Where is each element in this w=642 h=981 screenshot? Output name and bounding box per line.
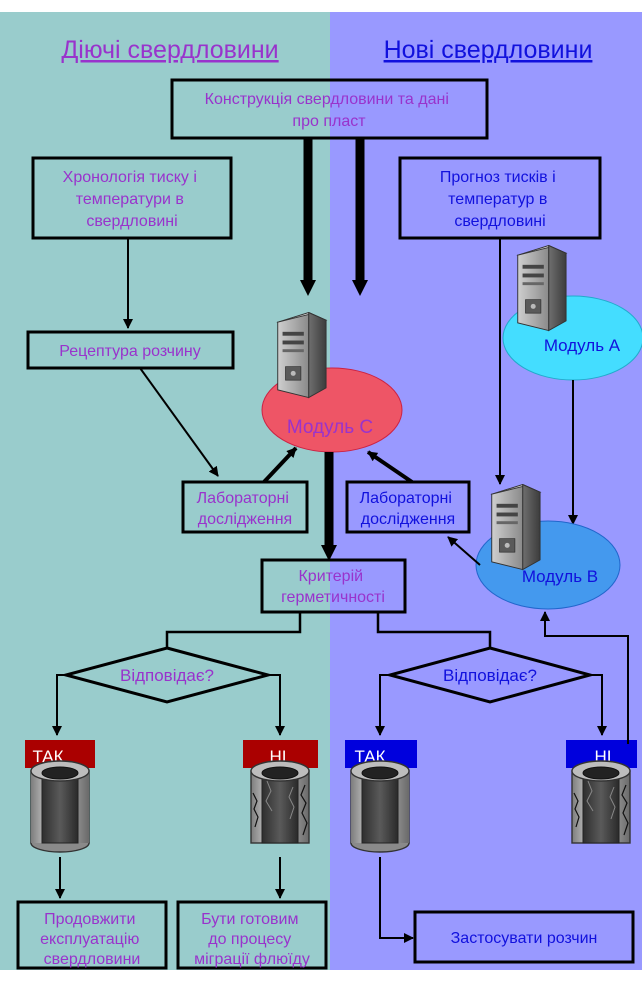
pressure-history-line-3: свердловині — [86, 213, 177, 230]
top-border — [0, 0, 642, 12]
server-icon — [277, 312, 327, 399]
pressure-forecast-text: Прогноз тисків і температур в свердловин… — [440, 169, 560, 230]
continue-line-3: свердловини — [44, 951, 141, 968]
continue-operation-box — [16, 900, 168, 970]
module-c-label: Модуль С — [287, 417, 373, 438]
arrow-module-b-to-right-lab — [447, 536, 481, 566]
thick-arrowhead-left — [300, 280, 316, 296]
slurry-recipe-box — [26, 330, 235, 370]
continue-line-2: експлуатацію — [40, 931, 139, 948]
pressure-history-line-1: Хронологія тиску і — [63, 169, 197, 186]
migration-line-3: міграції флюїду — [194, 951, 310, 968]
arrow-recipe-to-lab — [139, 367, 219, 477]
pressure-forecast-line-1: Прогноз тисків і — [440, 169, 556, 186]
intact-casing-icon — [30, 760, 90, 853]
slurry-recipe-text: Рецептура розчину — [59, 343, 201, 360]
arrow-right-yes-to-result — [379, 857, 414, 943]
tightness-criterion-box — [260, 558, 407, 614]
criterion-line-2: герметичності — [281, 589, 385, 606]
left-lab-tests-text: Лабораторні дослідження — [197, 490, 294, 528]
migration-line-2: до процесу — [208, 931, 291, 948]
right-lab-line-1: Лабораторні — [360, 490, 452, 507]
module-a-label: Модуль А — [544, 336, 621, 355]
module-b-label: Модуль В — [522, 567, 598, 586]
pressure-forecast-line-2: температур в — [448, 191, 547, 208]
migration-ready-text: Бути готовим до процесу міграції флюїду — [194, 911, 310, 968]
left-decision-diamond — [60, 646, 274, 704]
cracked-casing-icon — [571, 760, 631, 844]
pressure-history-box — [31, 156, 233, 240]
left-lab-line-2: дослідження — [198, 511, 292, 528]
right-decision-diamond — [384, 646, 596, 704]
left-decision-text: Відповідає? — [120, 666, 214, 685]
existing-wells-title: Діючі свердловини — [61, 36, 278, 64]
migration-ready-box — [176, 900, 328, 970]
criterion-line-1: Критерій — [298, 568, 363, 585]
arrow-left-lab-to-module-c — [262, 446, 298, 484]
right-lab-tests-box — [345, 480, 471, 534]
left-lab-tests-box — [181, 480, 309, 534]
bottom-border — [0, 970, 642, 976]
arrow-right-decision-yes — [375, 674, 390, 736]
arrow-right-no-to-module-b — [540, 611, 629, 744]
migration-line-1: Бути готовим — [201, 911, 298, 928]
arrow-right-lab-to-module-c — [366, 450, 414, 484]
continue-line-1: Продовжити — [44, 911, 135, 928]
apply-slurry-text: Застосувати розчин — [451, 930, 598, 947]
thick-arrowhead-criterion — [321, 545, 337, 561]
arrow-left-decision-yes — [52, 674, 66, 736]
thick-arrowhead-right — [352, 280, 368, 296]
left-lab-line-1: Лабораторні — [197, 490, 289, 507]
connector-criterion-to-right-decision — [376, 612, 492, 648]
well-design-text: Конструкція свердловини та дані про плас… — [205, 91, 454, 130]
well-design-line-1: Конструкція свердловини та дані — [205, 91, 449, 108]
server-icon — [517, 245, 567, 332]
pressure-history-line-2: температури в — [76, 191, 184, 208]
well-design-box — [170, 78, 489, 140]
right-lab-tests-text: Лабораторні дослідження — [360, 490, 457, 528]
right-lab-line-2: дослідження — [361, 511, 455, 528]
pressure-history-text: Хронологія тиску і температури в свердло… — [63, 169, 202, 230]
continue-operation-text: Продовжити експлуатацію свердловини — [40, 911, 144, 968]
server-icon — [491, 484, 541, 571]
arrow-left-decision-no — [268, 674, 285, 736]
intact-casing-icon — [350, 760, 410, 853]
apply-slurry-box — [413, 910, 635, 964]
right-decision-text: Відповідає? — [443, 666, 537, 685]
connector-criterion-to-left-decision — [165, 612, 302, 648]
cracked-casing-icon — [250, 760, 310, 844]
tightness-criterion-text: Критерій герметичності — [281, 568, 385, 606]
pressure-forecast-line-3: свердловині — [454, 213, 545, 230]
well-design-line-2: про пласт — [292, 113, 366, 130]
new-wells-title: Нові свердловини — [384, 36, 593, 64]
arrow-right-decision-no — [590, 674, 607, 736]
